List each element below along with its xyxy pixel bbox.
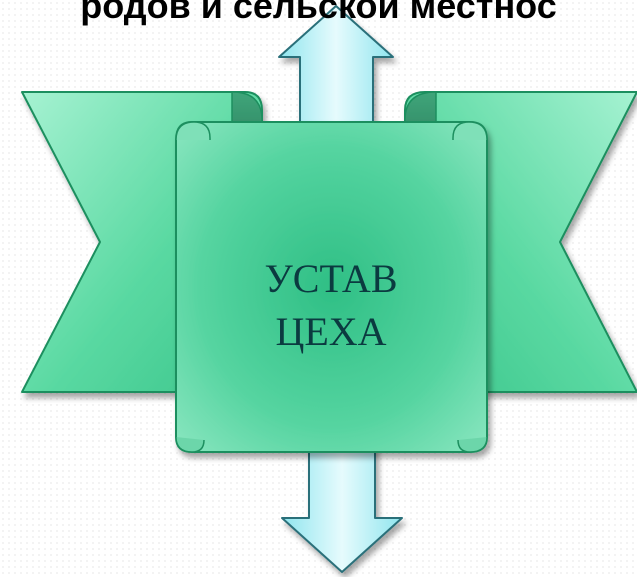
scroll-panel bbox=[175, 121, 488, 453]
slide-heading: родов и сельской местнос bbox=[80, 0, 557, 26]
scroll-title-line-2: ЦЕХА bbox=[275, 309, 386, 354]
scroll-title-line-1: УСТАВ bbox=[264, 256, 397, 301]
